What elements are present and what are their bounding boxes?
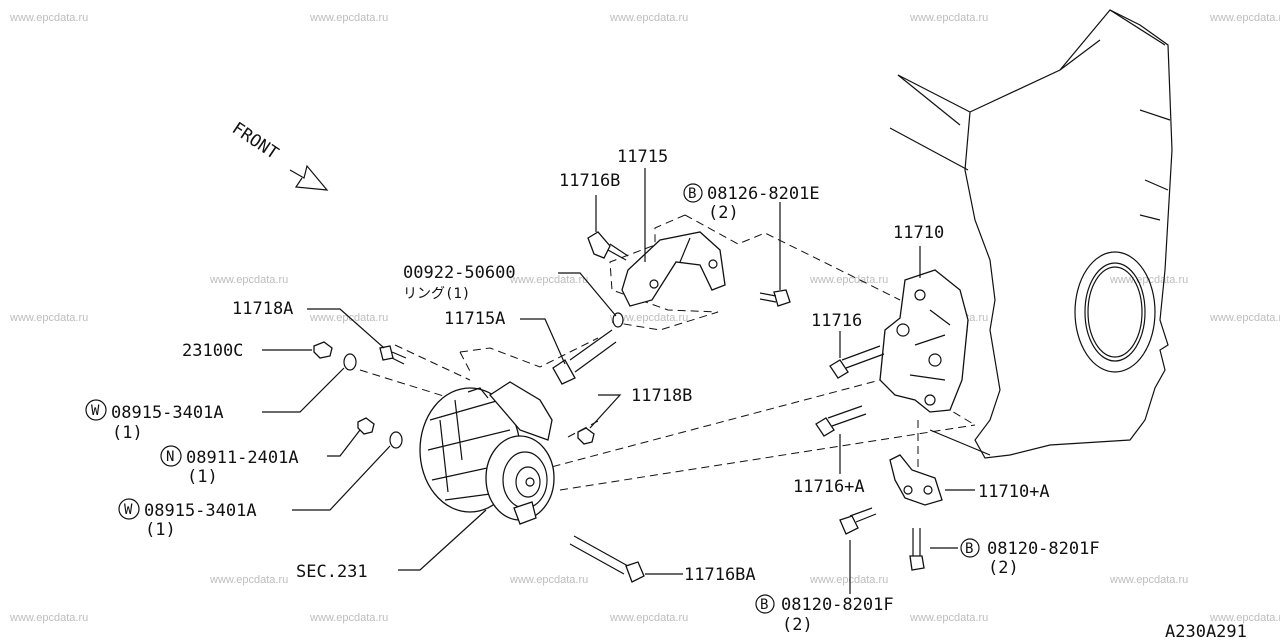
watermark: www.epcdata.ru — [509, 274, 588, 286]
bolt-08126 — [759, 289, 791, 307]
washer-marker-icon — [118, 498, 140, 520]
watermark: www.epcdata.ru — [609, 312, 688, 324]
watermark: www.epcdata.ru — [809, 274, 888, 286]
label-11710[interactable]: 11710 — [893, 223, 944, 243]
bolt-marker-icon — [683, 183, 703, 203]
marker-B: B — [760, 597, 768, 613]
nut-23100C — [313, 341, 333, 359]
watermark-layer: www.epcdata.ru www.epcdata.ru www.epcdat… — [9, 12, 1280, 624]
label-11718B[interactable]: 11718B — [631, 386, 692, 406]
label-11715A[interactable]: 11715A — [444, 309, 505, 329]
label-11716B[interactable]: 11716B — [559, 171, 620, 191]
bolt-08120-right — [909, 528, 925, 571]
label-08915-3401A[interactable]: 08915-3401A — [111, 403, 224, 423]
bolt-11716 — [829, 345, 885, 379]
watermark: www.epcdata.ru — [309, 612, 388, 624]
label-11716[interactable]: 11716 — [811, 311, 862, 331]
label-11716BA[interactable]: 11716BA — [684, 565, 756, 585]
marker-W: W — [124, 502, 133, 518]
watermark: www.epcdata.ru — [809, 574, 888, 586]
label-11710-plus-A[interactable]: 11710+A — [978, 482, 1050, 502]
bolt-11718A — [379, 345, 407, 365]
marker-W: W — [91, 403, 100, 419]
marker-B: B — [688, 186, 696, 202]
nut-marker-icon — [160, 445, 182, 467]
part-labels: 11715 11716B B 08126-8201E (2) 00922-506… — [85, 147, 1247, 640]
front-label: FRONT — [228, 119, 282, 164]
watermark: www.epcdata.ru — [1209, 12, 1280, 24]
watermark: www.epcdata.ru — [9, 312, 88, 324]
engine-block — [889, 9, 1173, 459]
watermark: www.epcdata.ru — [609, 12, 688, 24]
diagram-code: A230A291 — [1165, 622, 1247, 640]
bolt-marker-icon — [960, 538, 980, 558]
watermark: www.epcdata.ru — [309, 12, 388, 24]
alternator — [419, 381, 555, 525]
qty-08915-a: (1) — [112, 423, 143, 443]
watermark: www.epcdata.ru — [209, 274, 288, 286]
label-08126-8201E[interactable]: 08126-8201E — [707, 184, 820, 204]
label-11715[interactable]: 11715 — [617, 147, 668, 167]
watermark: www.epcdata.ru — [909, 12, 988, 24]
qty-08120-right: (2) — [988, 558, 1019, 578]
front-arrow-icon — [289, 164, 329, 191]
watermark: www.epcdata.ru — [1109, 574, 1188, 586]
watermark: www.epcdata.ru — [609, 612, 688, 624]
qty-08911: (1) — [187, 467, 218, 487]
marker-N: N — [166, 449, 174, 465]
qty-08915-b: (1) — [145, 520, 176, 540]
watermark: www.epcdata.ru — [9, 612, 88, 624]
label-08120-8201F-right[interactable]: 08120-8201F — [987, 539, 1100, 559]
label-11716-plus-A[interactable]: 11716+A — [793, 477, 865, 497]
qty-08126: (2) — [708, 203, 739, 223]
front-indicator: FRONT — [228, 119, 329, 191]
label-08120-8201F-lower[interactable]: 08120-8201F — [781, 595, 894, 615]
ring-00922 — [612, 312, 624, 328]
bolt-11716B — [587, 231, 629, 261]
label-23100C[interactable]: 23100C — [182, 341, 243, 361]
bracket-11715 — [621, 231, 726, 307]
watermark: www.epcdata.ru — [1209, 312, 1280, 324]
qty-08120-lower: (2) — [782, 615, 813, 635]
bolt-11716-plus-A — [815, 405, 867, 437]
watermark: www.epcdata.ru — [909, 612, 988, 624]
bolt-08120-lower — [839, 507, 877, 535]
bracket-11710 — [879, 269, 969, 413]
label-ring: リング(1) — [403, 286, 470, 302]
label-sec-231[interactable]: SEC.231 — [296, 562, 368, 582]
bolt-11716BA — [569, 535, 645, 583]
leader-lines — [262, 168, 975, 594]
label-00922-50600[interactable]: 00922-50600 — [403, 263, 516, 283]
marker-B: B — [965, 541, 973, 557]
small-hardware — [343, 353, 595, 449]
washer-marker-icon — [85, 399, 107, 421]
watermark: www.epcdata.ru — [9, 12, 88, 24]
label-08915-3401A-2[interactable]: 08915-3401A — [144, 501, 257, 521]
watermark: www.epcdata.ru — [1209, 612, 1280, 624]
bracket-11710-plus-A — [889, 454, 943, 506]
bolt-11715A — [552, 329, 617, 385]
watermark: www.epcdata.ru — [509, 574, 588, 586]
label-08911-2401A[interactable]: 08911-2401A — [186, 448, 299, 468]
watermark: www.epcdata.ru — [209, 574, 288, 586]
watermark: www.epcdata.ru — [309, 312, 388, 324]
bolt-marker-icon — [755, 594, 775, 614]
label-11718A[interactable]: 11718A — [232, 299, 293, 319]
